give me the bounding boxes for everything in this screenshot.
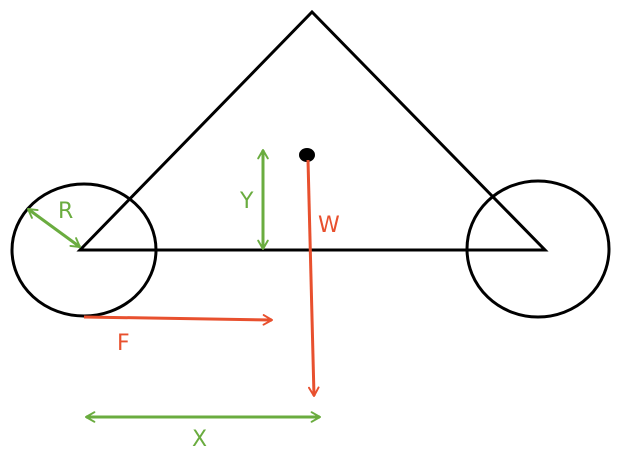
right-wheel <box>465 179 611 319</box>
radius-label: R <box>58 199 73 224</box>
height-label: Y <box>239 189 254 214</box>
radius-arrow <box>27 207 81 249</box>
force-arrow <box>83 314 273 326</box>
force-label: F <box>117 331 130 356</box>
weight-arrow <box>306 159 320 397</box>
weight-label: W <box>318 213 340 238</box>
left-wheel <box>10 182 158 318</box>
frame-triangle <box>76 9 549 252</box>
center-of-mass-dot <box>299 148 315 162</box>
distance-label: X <box>192 427 207 452</box>
